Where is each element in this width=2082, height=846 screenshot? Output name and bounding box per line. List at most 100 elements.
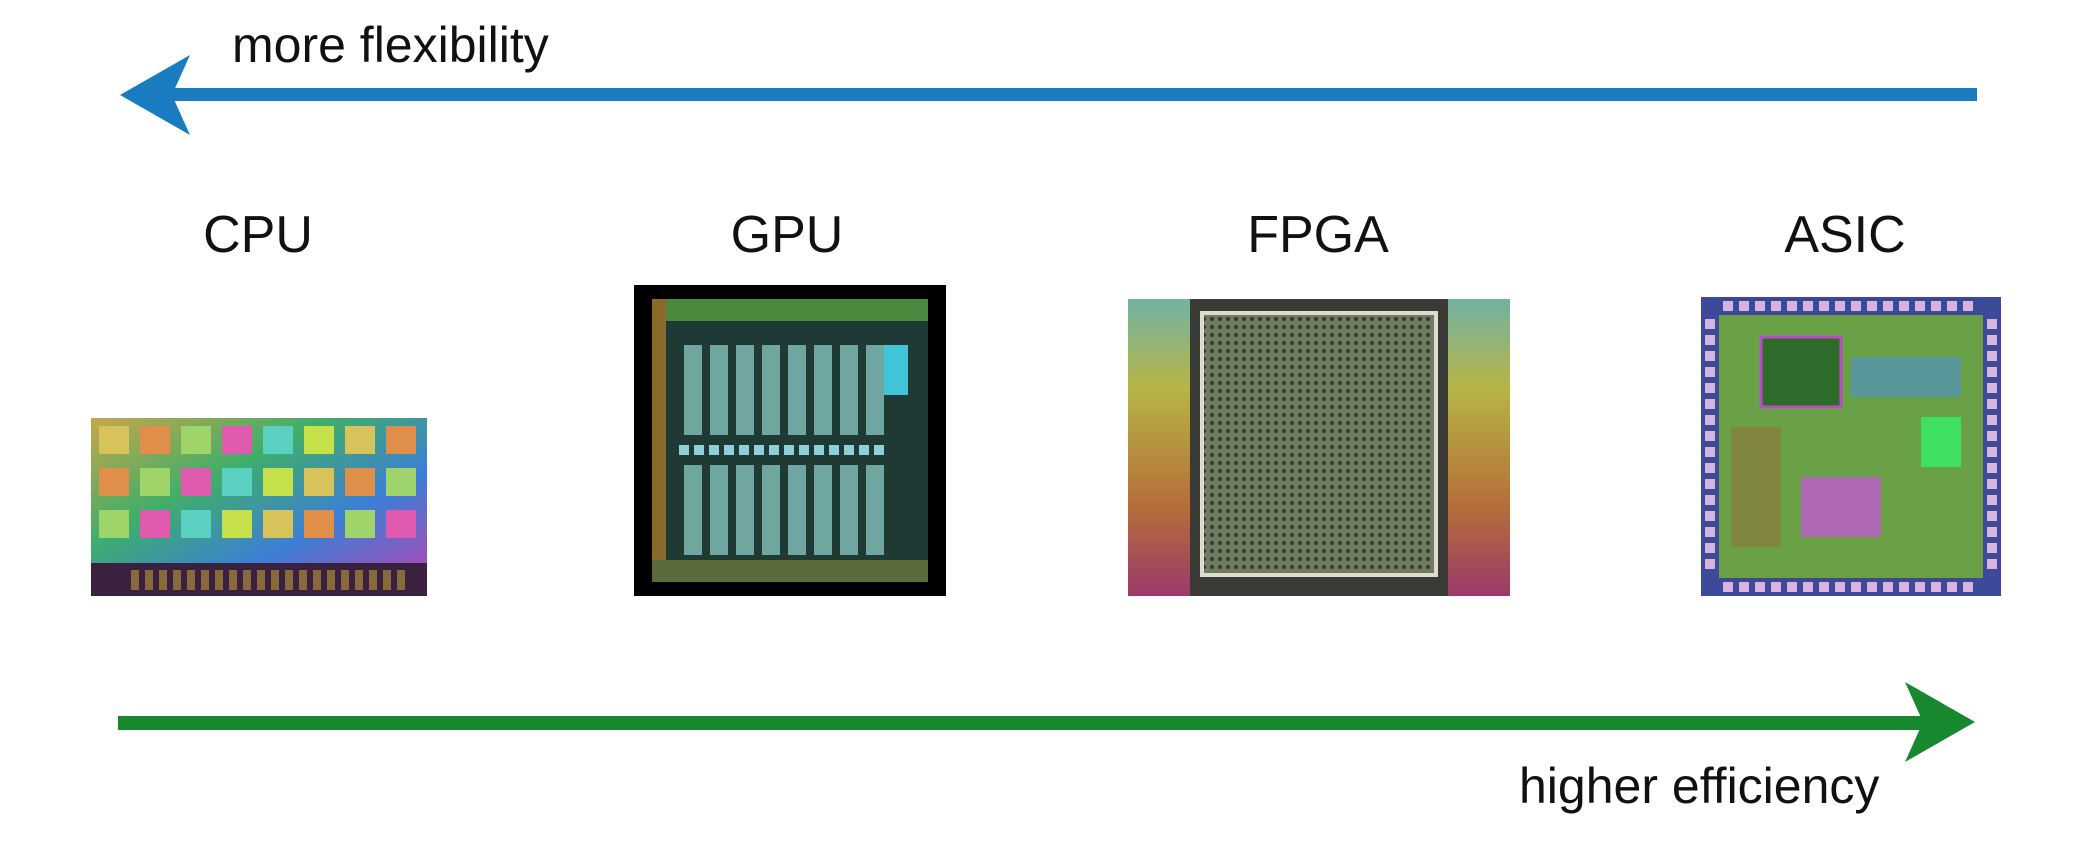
asic-pad — [1705, 351, 1715, 361]
asic-pad — [1705, 367, 1715, 377]
asic-pad — [1987, 479, 1997, 489]
asic-pad — [1987, 431, 1997, 441]
chip-label-cpu: CPU — [203, 206, 313, 264]
gpu-cache-cell — [799, 445, 809, 455]
gpu-shader-block — [684, 345, 702, 435]
asic-pad — [1867, 301, 1877, 311]
cpu-core-block — [304, 510, 334, 538]
asic-pad — [1963, 301, 1973, 311]
gpu-cache-cell — [679, 445, 689, 455]
cpu-core-block — [181, 468, 211, 496]
asic-pad — [1705, 335, 1715, 345]
cpu-pad — [299, 570, 307, 590]
gpu-shader-block — [736, 465, 754, 555]
cpu-core-block — [345, 426, 375, 454]
asic-pad — [1771, 301, 1781, 311]
cpu-core-block — [140, 426, 170, 454]
cpu-core-block — [345, 510, 375, 538]
asic-pad — [1915, 301, 1925, 311]
asic-pad — [1723, 582, 1733, 592]
cpu-core-block — [263, 510, 293, 538]
gpu-cache-cell — [784, 445, 794, 455]
gpu-shader-block — [840, 345, 858, 435]
efficiency-arrow-head — [1905, 682, 1975, 762]
asic-pad — [1987, 367, 1997, 377]
asic-pad — [1883, 582, 1893, 592]
cpu-pad — [369, 570, 377, 590]
cpu-pad — [131, 570, 139, 590]
cpu-pad — [397, 570, 405, 590]
cpu-pad — [243, 570, 251, 590]
asic-pad — [1947, 582, 1957, 592]
gpu-shader-block — [762, 465, 780, 555]
gpu-shader-block — [866, 465, 884, 555]
gpu-cache-cell — [769, 445, 779, 455]
asic-pad — [1705, 511, 1715, 521]
gpu-cache-cell — [814, 445, 824, 455]
asic-pad — [1867, 582, 1877, 592]
asic-pad — [1987, 351, 1997, 361]
gpu-shader-block — [762, 345, 780, 435]
cpu-core-block — [386, 468, 416, 496]
gpu-shader-block — [814, 465, 832, 555]
asic-pad — [1915, 582, 1925, 592]
gpu-shader-block — [840, 465, 858, 555]
asic-pad — [1705, 319, 1715, 329]
cpu-pad — [285, 570, 293, 590]
asic-pad — [1987, 463, 1997, 473]
cpu-pad — [159, 570, 167, 590]
cpu-pad — [257, 570, 265, 590]
asic-pad — [1963, 582, 1973, 592]
asic-pad — [1803, 582, 1813, 592]
cpu-core-block — [99, 468, 129, 496]
asic-pad — [1851, 582, 1861, 592]
asic-pad — [1899, 301, 1909, 311]
asic-pad — [1819, 582, 1829, 592]
asic-pad — [1987, 383, 1997, 393]
asic-pad — [1705, 399, 1715, 409]
cpu-die-image — [91, 418, 427, 596]
cpu-pad — [187, 570, 195, 590]
asic-pad — [1931, 301, 1941, 311]
asic-pad — [1705, 415, 1715, 425]
cpu-core-block — [386, 426, 416, 454]
asic-pad — [1987, 335, 1997, 345]
gpu-cache-cell — [829, 445, 839, 455]
asic-pad — [1987, 447, 1997, 457]
asic-pad — [1899, 582, 1909, 592]
cpu-core-block — [140, 510, 170, 538]
cpu-core-block — [222, 426, 252, 454]
gpu-shader-block — [788, 345, 806, 435]
flexibility-arrow-head — [120, 55, 190, 135]
cpu-core-block — [140, 468, 170, 496]
asic-pad — [1705, 479, 1715, 489]
cpu-core-block — [263, 468, 293, 496]
gpu-shader-block — [736, 345, 754, 435]
asic-pad — [1803, 301, 1813, 311]
gpu-cache-cell — [859, 445, 869, 455]
asic-pad — [1705, 463, 1715, 473]
cpu-core-block — [304, 468, 334, 496]
cpu-core-block — [181, 510, 211, 538]
asic-pad — [1987, 527, 1997, 537]
efficiency-label: higher efficiency — [1519, 758, 1880, 814]
cpu-pad — [145, 570, 153, 590]
fpga-die-image — [1128, 299, 1510, 596]
asic-pad — [1987, 559, 1997, 569]
asic-pad — [1883, 301, 1893, 311]
gpu-cache-cell — [844, 445, 854, 455]
asic-pad — [1987, 495, 1997, 505]
asic-pad — [1787, 582, 1797, 592]
cpu-pad — [341, 570, 349, 590]
gpu-shader-block — [710, 345, 728, 435]
asic-pad — [1705, 383, 1715, 393]
cpu-core-block — [181, 426, 211, 454]
gpu-shader-block — [710, 465, 728, 555]
chip-label-fpga: FPGA — [1247, 206, 1389, 264]
cpu-core-block — [222, 468, 252, 496]
cpu-pad — [383, 570, 391, 590]
asic-pad — [1987, 399, 1997, 409]
gpu-shader-block — [814, 345, 832, 435]
asic-pad — [1705, 431, 1715, 441]
